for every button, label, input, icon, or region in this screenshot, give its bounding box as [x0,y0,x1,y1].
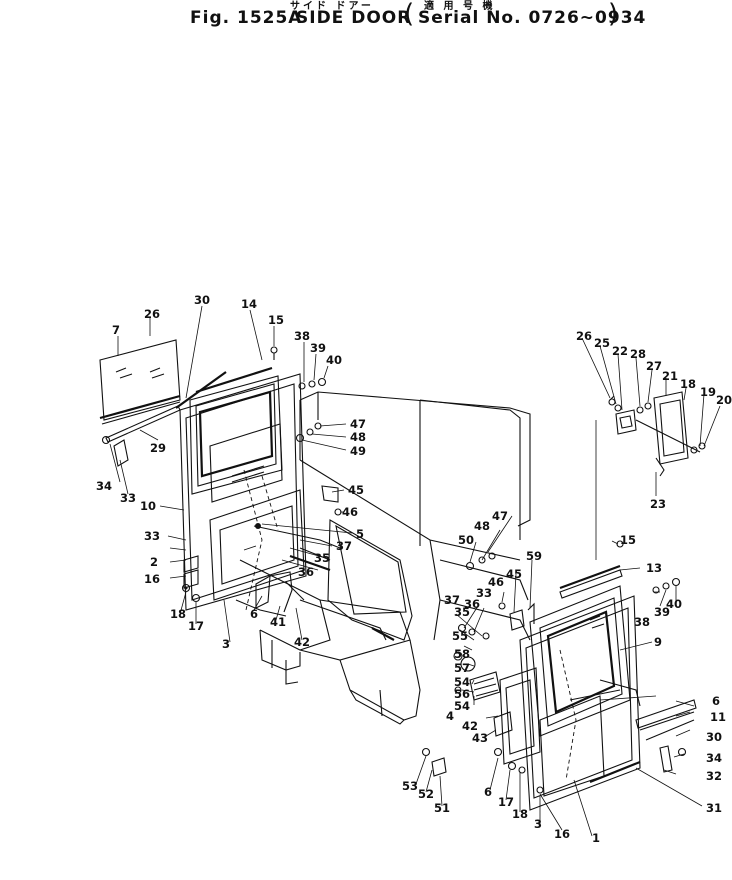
callout-54-bottom: 56 [454,687,470,701]
right-lock-assembly-drawing [595,391,706,560]
callout-46-right: 47 [492,509,508,523]
callout-6-left: 6 [250,607,258,621]
callout-47-right: 48 [474,519,490,533]
callout-19: 18 [680,377,696,391]
japanese-serial-label: 適 用 号 機 [424,1,496,12]
left-door-drawing [99,339,342,613]
callout-labels: 26 7 30 14 15 38 39 40 47 48 49 45 46 5 … [96,293,732,845]
callout-43: 45 [506,567,522,581]
callout-29-left: 29 [150,441,166,455]
callout-37-right: 37 [444,593,460,607]
callout-36-left: 36 [298,565,314,579]
close-paren-glyph: ) [608,0,619,29]
callout-33-right: 33 [476,586,492,600]
callout-4: 4 [446,709,454,723]
callout-40-left: 40 [326,353,342,367]
callout-2: 2 [150,555,158,569]
callout-37-left: 37 [336,539,352,553]
callout-16-left: 16 [144,572,160,586]
callout-31: 32 [706,769,722,783]
callout-9: 9 [654,635,662,649]
serial-range: Serial No. 0726~0934 [418,8,647,28]
callout-6-right: 6 [484,785,492,799]
callout-16-right: 16 [554,827,570,841]
callout-45-left: 46 [342,505,358,519]
callout-38-right: 38 [634,615,650,629]
right-door-drawing [421,540,697,811]
callout-57: 59 [526,549,542,563]
callout-27: 27 [646,359,662,373]
callout-36-right: 36 [464,597,480,611]
figure-number: Fig. 1525A [190,8,303,28]
callout-49: 51 [434,801,450,815]
callout-55: 57 [454,661,470,675]
callout-28: 28 [630,347,646,361]
callout-1: 1 [592,831,600,845]
japanese-title: サイド ドアー [290,1,374,12]
callout-24: 23 [650,497,666,511]
figure-title: SIDE DOOR [296,8,412,28]
callout-21: 20 [716,393,732,407]
callout-50: 52 [418,787,434,801]
callout-8: 7 [112,323,120,337]
callout-39-right: 39 [654,605,670,619]
callout-32: 33 [120,491,136,505]
callout-26: 26 [576,329,592,343]
callout-15-left: 15 [268,313,284,327]
callout-7: 6 [712,694,720,708]
callout-34-left: 34 [96,479,112,493]
callout-29-right: 30 [706,730,722,744]
callout-40-right: 40 [666,597,682,611]
callout-13: 13 [646,561,662,575]
callout-3-left: 3 [222,637,230,651]
leader-lines [109,305,721,837]
callout-52: 54 [454,675,470,689]
callout-53: 54 [454,699,470,713]
callout-11: 11 [710,710,726,724]
callout-30-left: 30 [194,293,210,307]
callout-5: 5 [356,527,364,541]
callout-18-left: 18 [170,607,186,621]
callout-42-right: 43 [472,731,488,745]
callout-10: 10 [140,499,156,513]
callout-3-right: 3 [534,817,542,831]
callout-56: 58 [454,647,470,661]
callout-41-left: 41 [270,615,286,629]
callout-17-right: 17 [498,795,514,809]
callout-38-left: 38 [294,329,310,343]
open-paren-glyph: ( [404,0,415,29]
callout-46-left: 47 [350,417,366,431]
callout-41-right: 42 [462,719,478,733]
callout-25: 25 [594,336,610,350]
callout-48-left: 49 [350,444,366,458]
callout-18-right: 18 [512,807,528,821]
callout-35-left: 35 [314,551,330,565]
callout-23: 22 [612,344,628,358]
callout-54-top: 55 [452,629,468,643]
callout-48-right: 50 [458,533,474,547]
callout-30-right: 31 [706,801,722,815]
callout-47-left: 48 [350,430,366,444]
callout-15-right: 15 [620,533,636,547]
callout-33-left: 33 [144,529,160,543]
callout-45-right: 46 [488,575,504,589]
callout-14: 14 [241,297,257,311]
callout-51: 53 [402,779,418,793]
callout-20: 19 [700,385,716,399]
callout-22: 21 [662,369,678,383]
callout-35-right: 35 [454,605,470,619]
callout-17-left: 17 [188,619,204,633]
callout-34-right: 34 [706,751,722,765]
figure-header: サイド ドアー 適 用 号 機 Fig. 1525A SIDE DOOR ( S… [0,0,732,36]
callout-42-left: 42 [294,635,310,649]
callout-12: 26 [144,307,160,321]
callout-44: 45 [348,483,364,497]
callout-39-left: 39 [310,341,326,355]
